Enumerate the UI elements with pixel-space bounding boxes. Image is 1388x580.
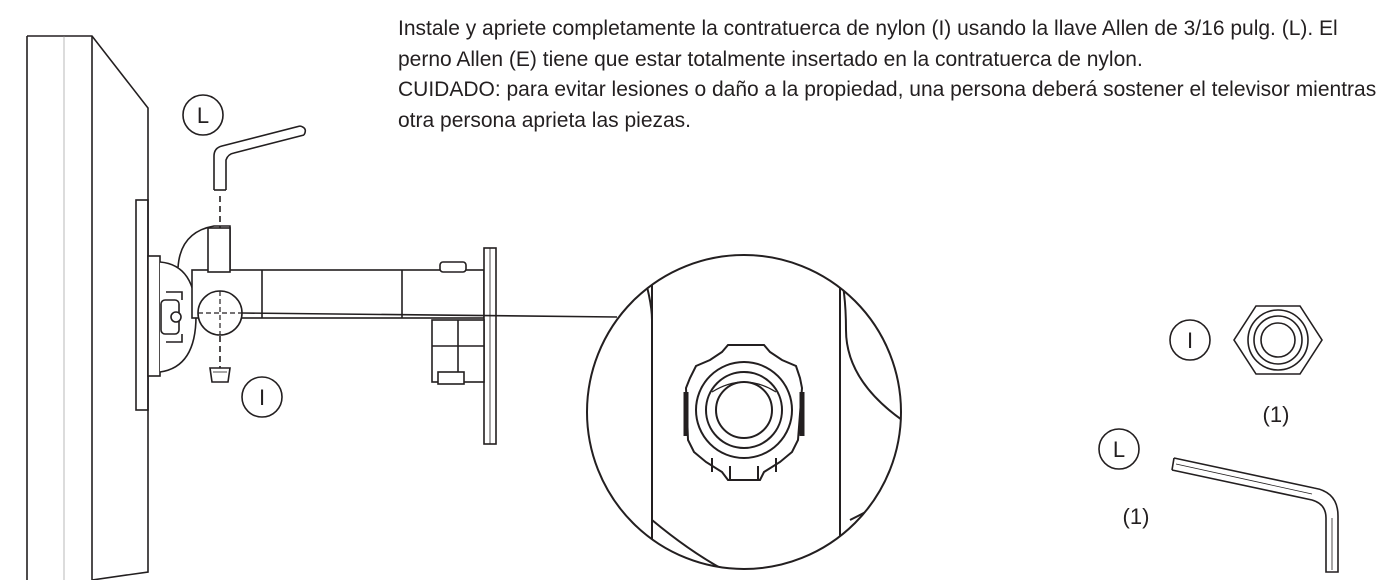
zoom-leader-line	[241, 312, 618, 318]
step-instruction: Instale y apriete completamente la contr…	[398, 17, 1338, 71]
nut-letter-circle	[1169, 319, 1211, 361]
nut-quantity: (1)	[1263, 402, 1290, 427]
callout-nut-label: I	[241, 376, 283, 418]
parts-nut: I (1)	[1169, 305, 1323, 427]
svg-text:I: I	[1187, 328, 1193, 353]
tv-bracket	[147, 225, 231, 377]
svg-text:L: L	[197, 103, 209, 128]
lock-nut-icon	[1233, 305, 1323, 375]
caution-note: CUIDADO: para evitar lesiones o daño a l…	[398, 78, 1377, 132]
wall-plate	[431, 247, 497, 445]
instruction-text-block: Instale y apriete completamente la contr…	[398, 14, 1383, 136]
callout-wrench-label: L	[182, 94, 224, 136]
wrench-quantity: (1)	[1123, 504, 1150, 529]
allen-wrench-icon	[1171, 457, 1339, 573]
svg-text:I: I	[259, 385, 265, 410]
zoom-detail	[586, 254, 902, 570]
bolt-joint	[197, 196, 243, 383]
svg-text:L: L	[1113, 437, 1125, 462]
tv-panel	[26, 35, 149, 580]
wrench-letter-circle	[1098, 428, 1140, 470]
allen-wrench-in-use	[213, 125, 307, 191]
parts-wrench: L (1)	[1098, 428, 1339, 573]
